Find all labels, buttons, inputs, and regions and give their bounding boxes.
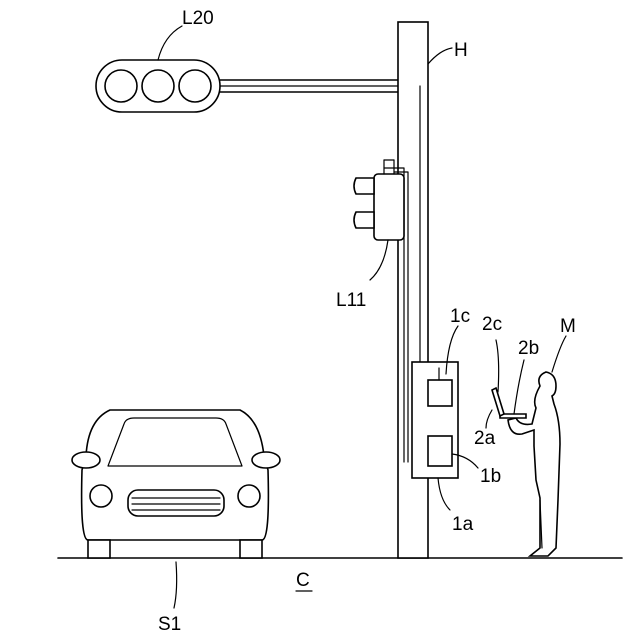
signal-lamp-3 [179,70,211,102]
label-1b: 1b [480,466,501,487]
headlight-right [238,485,260,507]
label-1c: 1c [450,306,470,327]
traffic-signal-main [96,60,220,112]
visor-lower [354,212,374,228]
label-l11: L11 [336,290,366,311]
laptop [492,388,526,418]
car [72,410,280,558]
signal-lamp-1 [105,70,137,102]
signal-arm [220,80,420,92]
label-m: M [560,316,576,337]
visor-upper [354,178,374,194]
unit-1c-box [428,380,452,406]
label-1a: 1a [452,514,474,535]
unit-1b-box [428,436,452,466]
label-2b: 2b [518,338,539,359]
headlight-left [90,485,112,507]
wheel-right [240,540,262,558]
signal-lamp-2 [142,70,174,102]
label-c: C [296,570,310,591]
label-2c: 2c [482,314,502,335]
mirror-left [72,452,100,468]
mirror-right [252,452,280,468]
grille [128,490,224,516]
wheel-left [88,540,110,558]
label-s1: S1 [158,614,181,635]
label-h: H [454,40,468,61]
label-l20: L20 [182,8,214,29]
control-box [412,362,458,478]
label-2a: 2a [474,428,496,449]
